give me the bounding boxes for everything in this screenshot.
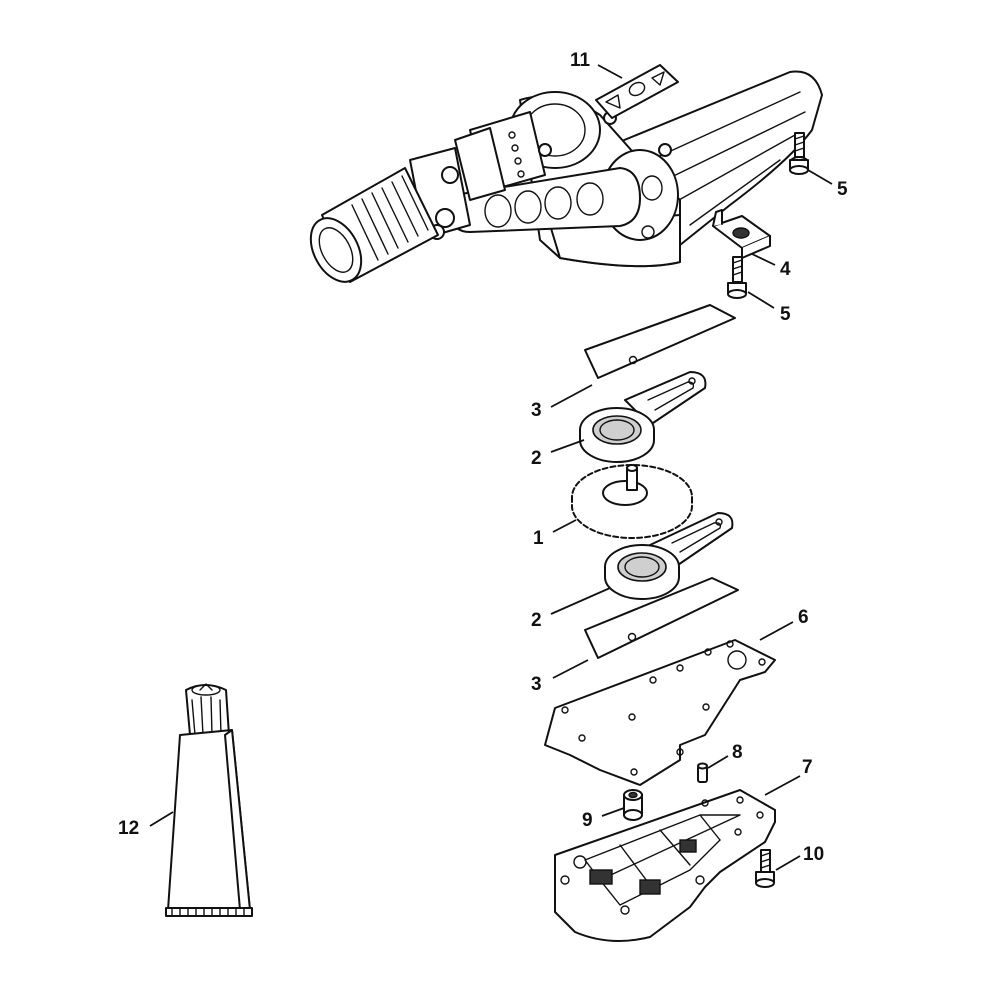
part-4-clip xyxy=(712,209,771,259)
leader-5-bottom xyxy=(747,291,775,309)
callout-1: 1 xyxy=(533,528,544,549)
callout-4: 4 xyxy=(780,259,791,280)
leader-6 xyxy=(759,621,794,641)
callout-6: 6 xyxy=(798,607,809,628)
leader-4 xyxy=(751,253,776,266)
leader-lines xyxy=(149,64,833,871)
leader-5-top xyxy=(807,169,833,185)
leader-2-top xyxy=(550,439,585,453)
callout-2-bottom: 2 xyxy=(531,610,542,631)
leader-7 xyxy=(764,775,801,796)
part-1-gear xyxy=(571,464,693,539)
part-2-connecting-rod-top xyxy=(579,371,707,463)
part-12-grease-tube xyxy=(165,683,253,917)
callout-12: 12 xyxy=(118,818,139,839)
part-5-screw-top xyxy=(789,132,809,175)
gear-housing-assembly xyxy=(309,70,823,283)
part-9-sleeve xyxy=(623,789,643,821)
callout-11: 11 xyxy=(570,50,591,71)
part-3-gasket-top xyxy=(584,304,736,379)
callout-labels: 11 5 4 5 3 2 1 2 6 3 8 7 9 10 12 xyxy=(118,50,848,865)
part-3-gasket-bottom xyxy=(584,577,739,659)
callout-5-top: 5 xyxy=(837,179,848,200)
callout-7: 7 xyxy=(802,757,813,778)
callout-3-bottom: 3 xyxy=(531,674,542,695)
callout-5-bottom: 5 xyxy=(780,304,791,325)
callout-10: 10 xyxy=(803,844,824,865)
part-5-screw-bottom xyxy=(727,256,747,299)
leader-1 xyxy=(552,519,577,533)
leader-2-bottom xyxy=(550,587,611,615)
part-6-plate-gasket xyxy=(544,639,776,786)
part-2-connecting-rod-bottom xyxy=(604,512,734,600)
callout-2-top: 2 xyxy=(531,448,542,469)
part-10-screw xyxy=(755,849,775,888)
callout-3-top: 3 xyxy=(531,400,542,421)
part-8-pin xyxy=(697,762,708,783)
callout-9: 9 xyxy=(582,810,593,831)
leader-9 xyxy=(601,807,625,817)
leader-3-top xyxy=(550,384,593,408)
leader-10 xyxy=(775,855,801,871)
leader-8 xyxy=(707,755,729,769)
part-7-housing-cover xyxy=(554,789,776,942)
leader-3-bottom xyxy=(552,659,589,679)
part-11-label xyxy=(595,64,679,119)
callout-8: 8 xyxy=(732,742,743,763)
leader-12 xyxy=(149,811,174,827)
leader-11 xyxy=(597,64,623,79)
